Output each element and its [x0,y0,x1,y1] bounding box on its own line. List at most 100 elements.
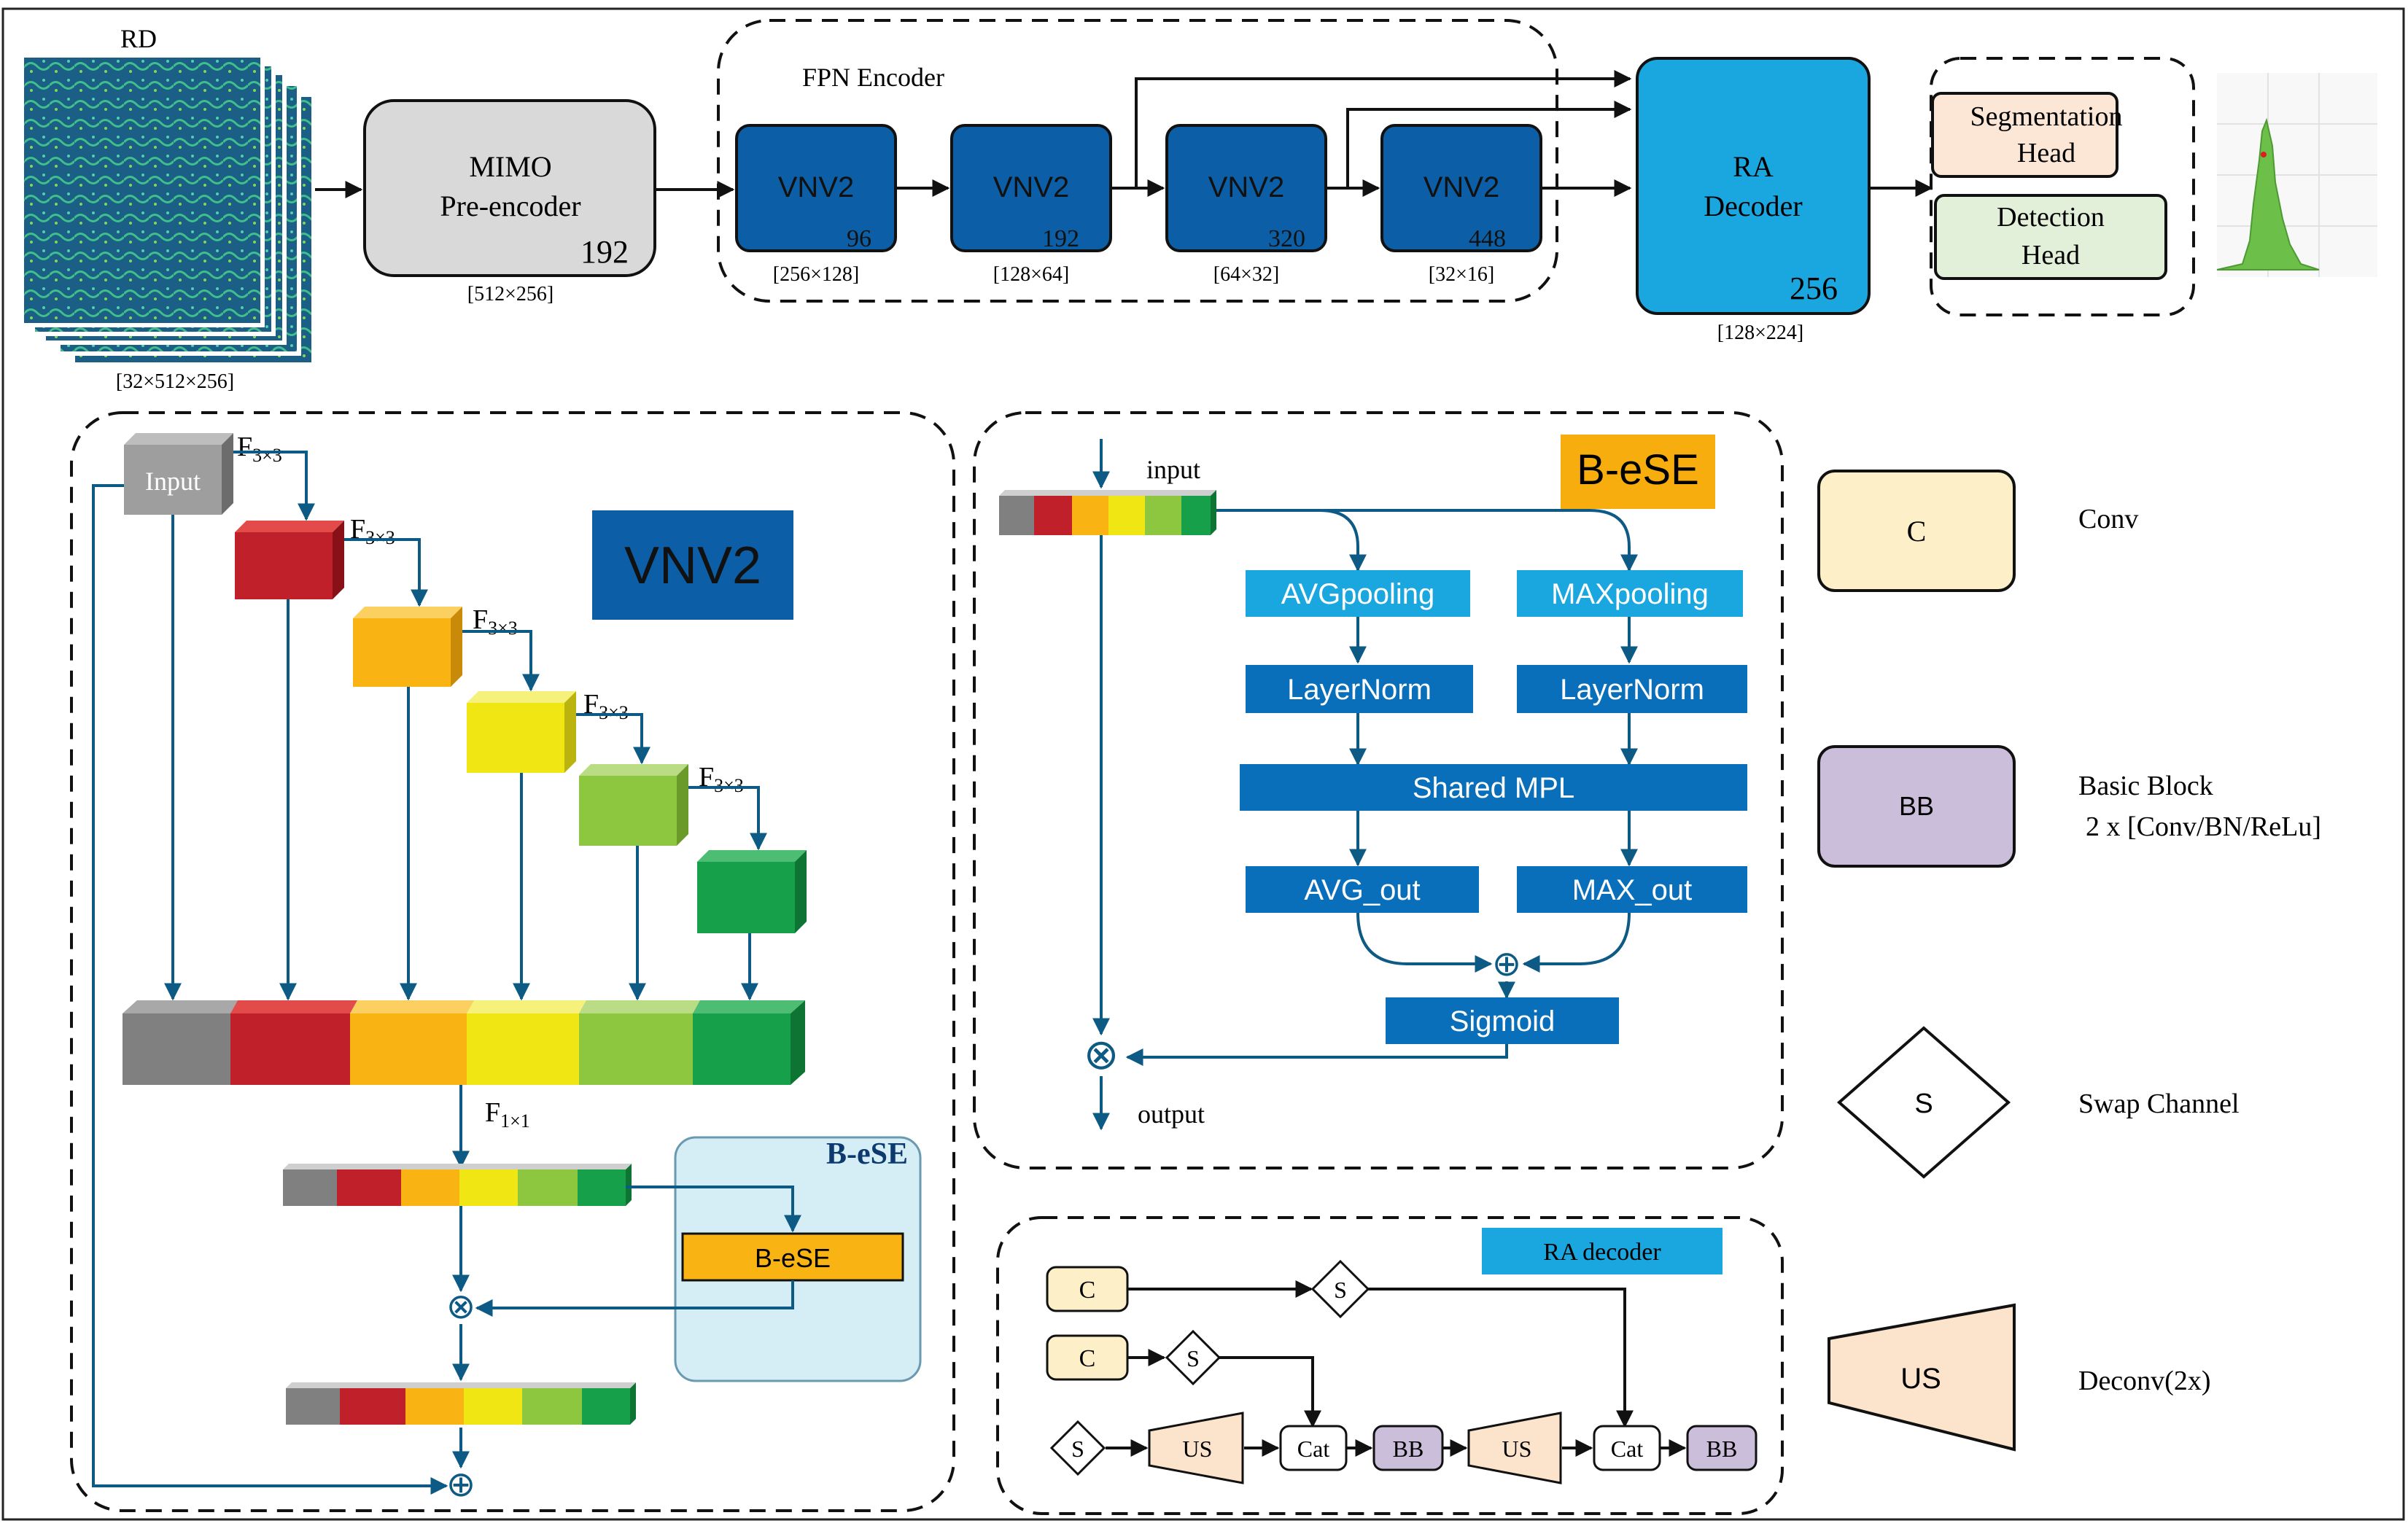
conv1-label: F1×1 [485,1097,530,1132]
encoder-block-dims: [32×16] [1429,263,1494,286]
encoder-block-label: VNV2 [778,171,855,203]
mimo-line1: MIMO [469,150,551,183]
ra-concat-1: Cat [1279,1425,1348,1471]
encoder-block-1: VNV2 96 [735,124,897,252]
f3x3-labels: F3×3 F3×3 F3×3 F3×3 F3×3 [237,432,744,796]
bese-group [973,411,1784,1169]
red-cube [235,521,344,599]
rd-stack [20,53,316,367]
ra-swap-label: S [1334,1277,1347,1303]
feature-bar-1 [283,1164,632,1206]
legend-swap: S Swap Channel [1836,1026,2240,1179]
legend: C Conv BB Basic Block 2 x [Conv/BN/ReLu]… [1817,470,2321,1452]
bese-multiply: ⊗ [1084,1031,1119,1078]
vnv2-bese-block [681,1232,904,1282]
legend-conv: C Conv [1817,470,2138,592]
bese-add: ⊕ [1492,945,1521,984]
ra-swap-2: S [1165,1329,1222,1386]
encoder-block-label: VNV2 [993,171,1070,203]
conv3-label: F3×3 [237,432,282,466]
encoder-block-label: VNV2 [1208,171,1285,203]
ra-decoder-detail: RA decoder C S C S [996,1216,1784,1515]
rd-dims: [32×512×256] [116,370,234,393]
vnv2-add: ⊕ [446,1465,475,1504]
encoder-block-dims: [128×64] [993,263,1069,286]
yellow-cube [467,691,576,773]
legend-bb-symbol: BB [1899,791,1934,821]
vnv2-detail: VNV2 Input [70,411,955,1512]
concat-bar [123,1000,805,1085]
detection-head: Detection Head [1934,194,2167,280]
shared-mlp-label: Shared MPL [1413,772,1574,804]
bese-title: B-eSE [1577,446,1699,494]
outer-frame [1,7,2405,1521]
encoder-block-2: VNV2 192 [950,124,1112,252]
legend-bb-desc-line1: Basic Block [2078,771,2213,801]
heads-group [1930,57,2195,316]
vnv2-bese-block-label: B-eSE [755,1243,831,1273]
encoder-block-channels: 448 [1469,225,1506,252]
conv3-label: F3×3 [699,762,744,796]
ra-decoder-title-box [1482,1228,1723,1274]
fpn-encoder-group [717,19,1558,303]
mimo-channels: 192 [580,234,629,270]
ra-swap-label: S [1186,1345,1200,1371]
encoder-block-channels: 96 [847,225,871,252]
segmentation-head: Segmentation Head [1931,92,2123,178]
legend-swap-symbol: S [1914,1089,1933,1119]
layernorm-right-label: LayerNorm [1560,674,1704,706]
ra-swap-3: S [1049,1420,1106,1476]
maxpool-block: MAXpooling [1517,570,1743,617]
vnv2-bottom-arrows [452,1186,801,1469]
max-out-label: MAX_out [1572,874,1693,906]
legend-basic-block: BB Basic Block 2 x [Conv/BN/ReLu] [1817,745,2321,868]
bese-feature-bar [999,490,1216,535]
bese-input-label: input [1146,455,1200,484]
ra-swap-label: S [1071,1436,1084,1462]
input-label: Input [145,467,201,496]
vnv2-cubes: Input [124,433,807,933]
ra-decoder-group [996,1216,1784,1515]
legend-upsample: US Deconv(2x) [1828,1303,2210,1452]
fpn-title: FPN Encoder [802,63,944,92]
ra-basic-block-2: BB [1686,1425,1758,1471]
legend-us-symbol: US [1900,1363,1941,1395]
mimo-pre-encoder: MIMO Pre-encoder 192 [363,99,656,277]
ra-concat-label: Cat [1297,1436,1330,1462]
ra-arrows [1106,1280,1687,1457]
legend-conv-desc: Conv [2078,504,2138,534]
max-out-block: MAX_out [1517,866,1747,913]
encoder-block-4: VNV2 448 [1380,124,1542,252]
bese-title-box [1561,435,1715,509]
encoder-arrows [896,70,1632,197]
bese-arrows [1092,509,1638,1131]
ra-upsample-1: US [1148,1412,1244,1484]
vnv2-title: VNV2 [624,537,761,595]
pipeline: RD [32×512×256] MIMO Pre-encoder 192 [51… [20,19,2377,393]
encoder-block-dims: [64×32] [1213,263,1279,286]
orange-cube [353,607,462,687]
avg-out-label: AVG_out [1304,874,1420,906]
ra-conv-label: C [1079,1277,1096,1304]
light-green-cube [579,764,688,846]
vnv2-multiply: ⊗ [446,1288,475,1326]
decoder-channels: 256 [1790,270,1838,306]
bese-output-label: output [1138,1099,1205,1129]
layernorm-right: LayerNorm [1517,665,1747,713]
encoder-block-dims: [256×128] [773,263,859,286]
avg-out-block: AVG_out [1246,866,1479,913]
encoder-block-channels: 192 [1042,225,1079,252]
decoder-line1: RA [1733,150,1774,183]
ra-basic-block-label: BB [1393,1436,1424,1462]
seg-head-line1: Segmentation [1970,101,2123,132]
encoder-block-3: VNV2 320 [1165,124,1327,252]
sigmoid-block: Sigmoid [1386,997,1619,1044]
mimo-line2: Pre-encoder [440,190,580,222]
ra-basic-block-label: BB [1706,1436,1738,1462]
legend-bb-desc-line2: 2 x [Conv/BN/ReLu] [2086,811,2321,842]
det-head-line2: Head [2021,240,2080,270]
ra-upsample-label: US [1502,1436,1532,1462]
conv3-label: F3×3 [473,604,518,639]
avgpool-block: AVGpooling [1246,570,1470,617]
ra-basic-block-1: BB [1372,1425,1444,1471]
